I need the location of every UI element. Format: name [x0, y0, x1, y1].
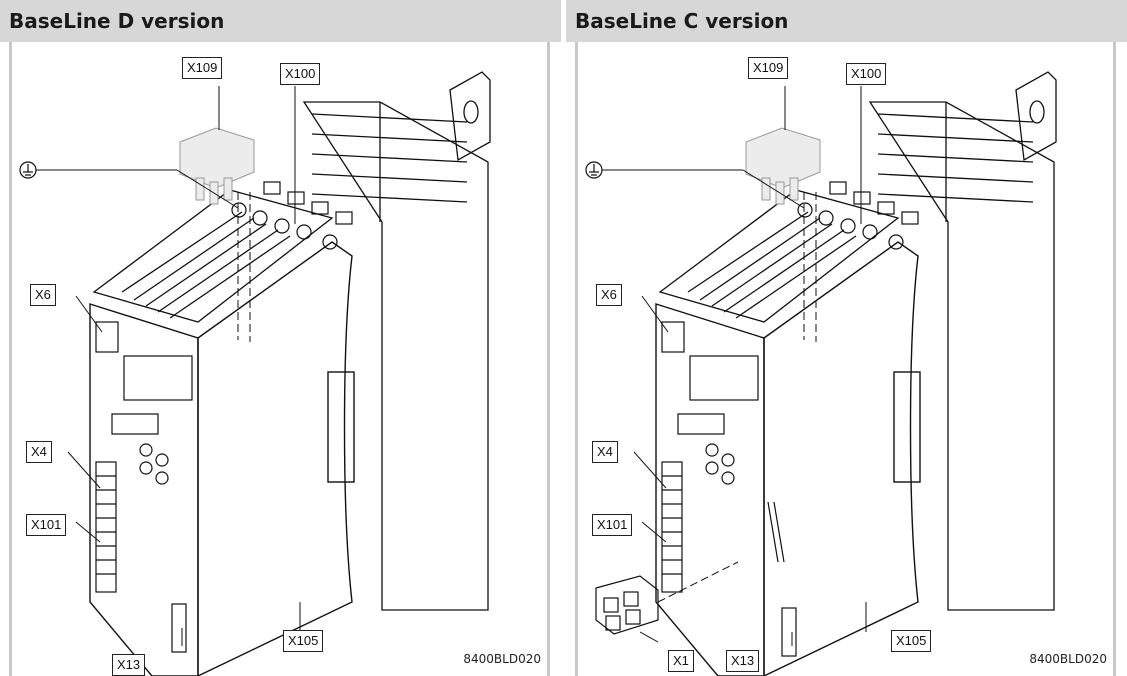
x109-connector	[179, 127, 255, 205]
label-x4: X4	[592, 441, 618, 463]
front-details	[661, 321, 797, 657]
label-x109: X109	[182, 57, 223, 79]
label-x6: X6	[596, 284, 622, 306]
leader-lines	[36, 86, 301, 646]
front-body	[655, 241, 921, 676]
label-x100: X100	[846, 63, 887, 85]
label-x13: X13	[112, 654, 146, 676]
label-x105: X105	[283, 630, 324, 652]
front-body	[89, 241, 355, 676]
panel-title: BaseLine C version	[566, 0, 1127, 42]
label-x109: X109	[748, 57, 789, 79]
label-x13: X13	[726, 650, 760, 672]
label-x101: X101	[592, 514, 633, 536]
leader-lines	[602, 86, 867, 646]
panel-frame	[9, 42, 550, 676]
label-x4: X4	[26, 441, 52, 463]
panel-title: BaseLine D version	[0, 0, 561, 42]
panel-baseline-d: BaseLine D version	[0, 0, 561, 676]
label-x100: X100	[280, 63, 321, 85]
x1-connector	[595, 575, 659, 635]
front-details	[95, 321, 193, 653]
mounting-bracket	[449, 71, 491, 162]
top-face	[658, 189, 900, 323]
top-face	[92, 189, 334, 323]
label-x101: X101	[26, 514, 67, 536]
figure-code: 8400BLD020	[463, 652, 541, 666]
ground-symbol	[19, 161, 37, 179]
label-x105: X105	[891, 630, 932, 652]
inverter-drawing-c	[585, 71, 1057, 676]
top-terminals	[797, 181, 919, 250]
ground-symbol	[585, 161, 603, 179]
inverter-drawing-d	[19, 71, 491, 676]
top-terminals	[231, 181, 353, 250]
rear-heatsink	[302, 101, 489, 611]
panel-frame	[575, 42, 1116, 676]
rear-heatsink	[868, 101, 1055, 611]
x109-connector	[745, 127, 821, 205]
figure-code: 8400BLD020	[1029, 652, 1107, 666]
label-x6: X6	[30, 284, 56, 306]
panel-baseline-c: BaseLine C version	[566, 0, 1127, 676]
label-x1: X1	[668, 650, 694, 672]
mounting-bracket	[1015, 71, 1057, 162]
